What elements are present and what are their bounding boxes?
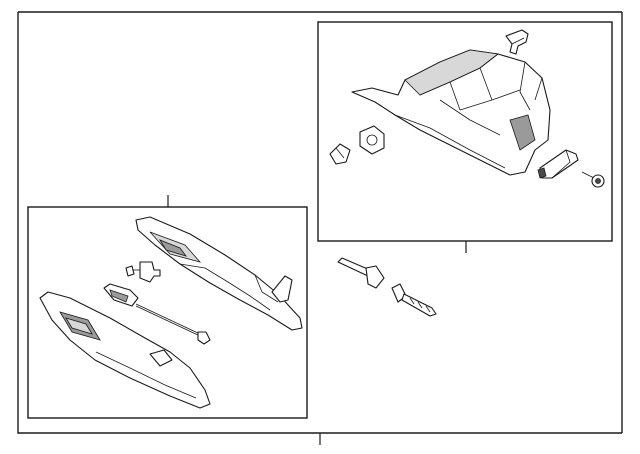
housing-group	[317, 21, 613, 253]
housing-clip	[505, 29, 529, 55]
outer-assembly-frame	[17, 11, 623, 445]
glove-box-door	[39, 291, 211, 409]
damper-screw	[581, 171, 605, 188]
inner-door-panel	[135, 216, 303, 331]
glove-box-housing	[351, 49, 551, 176]
housing-bumper	[359, 125, 385, 155]
door-latch-rod	[103, 283, 211, 345]
retaining-bolt	[391, 283, 437, 317]
housing-stopper	[329, 143, 351, 165]
damper	[537, 149, 579, 179]
loose-hardware	[337, 257, 437, 317]
door-group	[27, 195, 308, 419]
door-bumper	[125, 261, 161, 283]
pivot-pin	[337, 257, 385, 289]
